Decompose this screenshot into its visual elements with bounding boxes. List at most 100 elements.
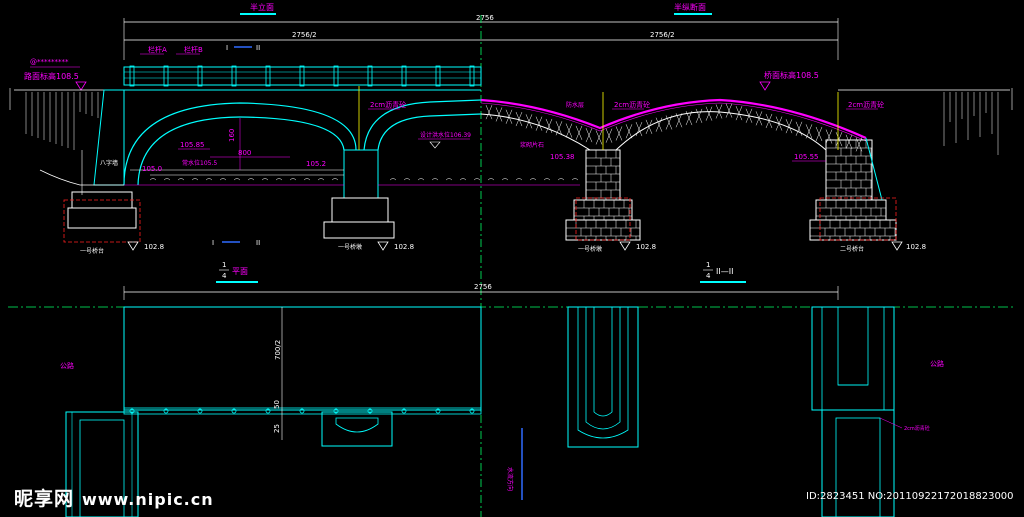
- wave-mark: [149, 178, 157, 181]
- elev-triangle-right: [759, 81, 771, 91]
- footing-left: [67, 207, 137, 229]
- label-railing-b: 栏杆B: [184, 45, 203, 54]
- wave-mark: [261, 178, 269, 181]
- wave-mark: [557, 178, 565, 181]
- found-elev-mid: 102.8: [394, 243, 414, 251]
- wave-mark: [289, 178, 297, 181]
- wave-mark: [331, 178, 339, 181]
- arch-hatch-line: [665, 115, 673, 130]
- arch-hatch-line: [555, 121, 563, 136]
- section-mark-ii-bottom: II: [256, 239, 260, 247]
- elev-105-5: 常水位105.5: [182, 159, 217, 167]
- found-elev-right1: 102.8: [636, 243, 656, 251]
- plan-flow-label: 水流方向: [506, 467, 514, 491]
- found-tri-right2: [891, 241, 903, 251]
- railing: [123, 65, 482, 87]
- deck-plan-left: [123, 306, 482, 411]
- pier-mid: [343, 149, 379, 199]
- arch-hatch-line: [615, 126, 623, 141]
- plan-title-right: II—II: [716, 267, 733, 276]
- railing-post: [197, 65, 203, 87]
- dim-half-left: 2756/2: [292, 31, 317, 39]
- abutment-left-label: 一号桥台: [80, 247, 104, 255]
- road-elev-right: 桥面标高108.5: [764, 70, 819, 80]
- pier-mid-label: 一号桥墩: [338, 243, 362, 251]
- arch-hatch-line: [575, 125, 583, 140]
- elev-105-2: 105.2: [306, 160, 326, 168]
- arch-hatch-line: [585, 128, 593, 143]
- arch-hatch-line: [785, 119, 793, 134]
- arch-hatch-line: [625, 124, 633, 139]
- wave-mark: [529, 178, 537, 181]
- arch-hatch-line: [505, 109, 513, 124]
- elev-triangle-left: [75, 81, 87, 91]
- elev-105-85: 105.85: [180, 141, 205, 149]
- arch-hatch-line: [725, 103, 733, 118]
- railing-post: [435, 65, 441, 87]
- wave-mark: [247, 178, 255, 181]
- watermark: 昵享网 www.nipic.cn: [14, 484, 214, 511]
- abutment-right-plan: [811, 306, 895, 517]
- arch-hatch-line: [675, 113, 683, 128]
- brick-outline: [809, 219, 897, 241]
- railing-post: [401, 65, 407, 87]
- arch-hatch-line: [845, 134, 853, 149]
- plan-railing-post: [435, 408, 441, 414]
- plan-railing-post: [367, 408, 373, 414]
- found-elev-left: 102.8: [144, 243, 164, 251]
- arch-hatch-line: [635, 121, 643, 137]
- found-tri-left: [127, 241, 139, 251]
- deck-surface-right: [480, 98, 867, 140]
- railing-post: [129, 65, 135, 87]
- arch-hatch-line: [655, 117, 663, 132]
- arch-hatch-line: [515, 111, 523, 127]
- arch-hatch-line: [485, 105, 493, 120]
- plan-railing-post: [299, 408, 305, 414]
- arch-hatch-line: [565, 123, 573, 138]
- arch-hatch-line: [705, 106, 713, 121]
- pier-mid-plan: [321, 411, 393, 447]
- elev-105-0: 105.0: [142, 165, 162, 173]
- brick-outline: [565, 219, 641, 241]
- label-stone: 浆砌片石: [520, 141, 544, 149]
- plan-railing-post: [265, 408, 271, 414]
- section-mark-i-top: I: [226, 44, 228, 52]
- plan-frac-num-right: 1: [706, 261, 710, 269]
- abutment-right-label: 二号桥台: [840, 245, 864, 253]
- arch-hatch-line: [595, 130, 603, 145]
- railing-post: [333, 65, 339, 87]
- plan-railing-post: [469, 408, 475, 414]
- arch-hatch-line: [605, 128, 613, 143]
- label-railing-a: 栏杆A: [148, 45, 167, 54]
- watermark-id: ID:2823451 NO:20110922172018823000: [806, 491, 1014, 502]
- pier-mid-base: [323, 221, 395, 239]
- arch-hatch-line: [825, 129, 833, 144]
- plan-note-leader: [879, 417, 903, 429]
- arch-hatch-line: [775, 116, 783, 131]
- railing-post: [231, 65, 237, 87]
- pier-mid-footing: [331, 197, 389, 223]
- elev-105-55: 105.55: [794, 153, 819, 161]
- wave-mark: [445, 178, 453, 181]
- wave-mark: [487, 178, 495, 181]
- plan-railing-post: [197, 408, 203, 414]
- footing-left-outline: [63, 199, 141, 243]
- label-waterproof: 防水层: [566, 101, 584, 109]
- plan-frac-den-right: 4: [706, 272, 711, 280]
- arch-hatch-line: [495, 107, 503, 122]
- wave-mark: [431, 178, 439, 181]
- at-mark: @*********: [30, 58, 69, 66]
- arch-span-2: [363, 99, 482, 151]
- arch-hatch-line: [815, 126, 823, 142]
- surface-label-a: 2cm沥青砼: [370, 100, 406, 109]
- wave-mark: [205, 178, 213, 181]
- wave-mark: [571, 178, 579, 181]
- surface-label-c: 2cm沥青砼: [848, 100, 884, 109]
- arch-hatch-line: [745, 108, 753, 123]
- plan-railing-post: [401, 408, 407, 414]
- plan-dim-50: 50: [273, 400, 281, 409]
- abutment-right-slope: [865, 137, 883, 201]
- found-tri-mid: [377, 241, 389, 251]
- section-mark-i-bottom: I: [212, 239, 214, 247]
